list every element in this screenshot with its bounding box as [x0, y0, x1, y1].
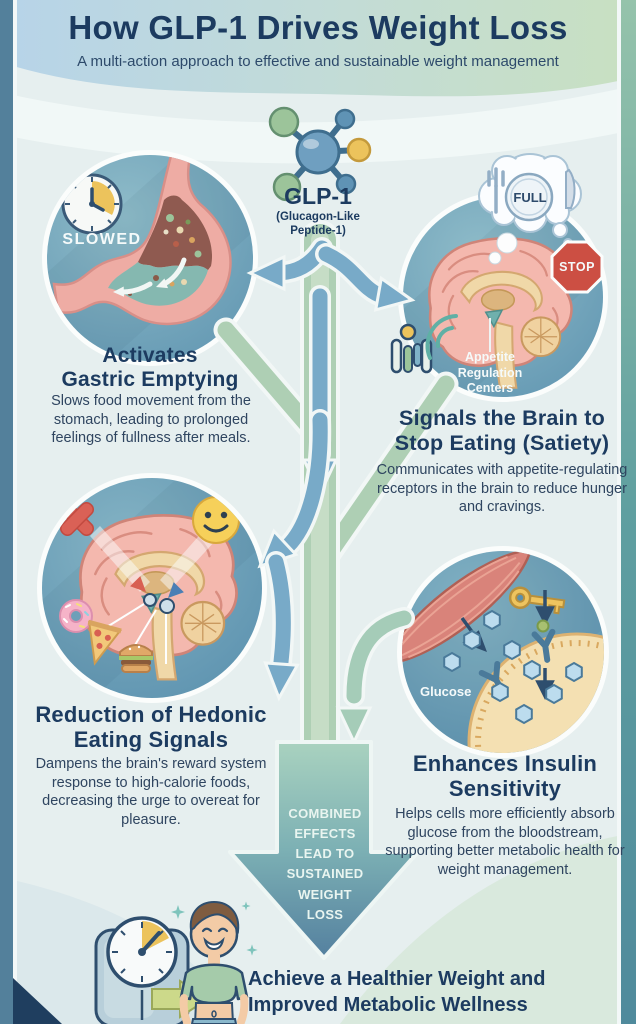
- stomach-icon: [52, 155, 232, 326]
- person-icon: [179, 900, 249, 1024]
- slowed-badge: SLOWED: [62, 231, 142, 248]
- burger-icon: [119, 644, 153, 673]
- insulin-title: Enhances Insulin Sensitivity: [412, 751, 598, 802]
- hedonic-circle: [37, 473, 267, 703]
- fork-icon: [487, 167, 505, 214]
- glp1-full-name: (Glucagon-Like Peptide-1): [276, 211, 360, 237]
- insulin-body: Helps cells more efficiently absorb gluc…: [385, 806, 625, 878]
- hedonic-body: Dampens the brain's reward system respon…: [35, 756, 267, 828]
- satiety-circle: [398, 192, 608, 402]
- full-label: FULL: [513, 190, 547, 205]
- signal-waves-icon: [425, 314, 458, 360]
- reward-nucleus: [143, 593, 157, 607]
- footer-art: [94, 900, 258, 1024]
- flow-arrows: [213, 220, 459, 782]
- glucose-label: Glucose: [420, 684, 472, 699]
- combined-effects-label: COMBINED EFFECTS LEAD TO SUSTAINED WEIGH…: [286, 806, 364, 922]
- gastric-title: Activates Gastric Emptying: [61, 344, 239, 391]
- donut-icon: [59, 599, 93, 633]
- gastric-body: Slows food movement from the stomach, le…: [51, 393, 251, 447]
- combined-arrow: [228, 740, 420, 960]
- page-subtitle: A multi-action approach to effective and…: [77, 53, 559, 70]
- key-icon: [508, 586, 566, 615]
- reward-nucleus: [159, 598, 175, 614]
- muscle-icon: [402, 551, 564, 665]
- appetite-centers-label: Appetite Regulation Centers: [457, 350, 523, 396]
- satiety-body: Communicates with appetite-regulating re…: [376, 462, 628, 516]
- stop-label: STOP: [559, 260, 595, 274]
- footer-title: Achieve a Healthier Weight and Improved …: [248, 968, 546, 1016]
- smiley-icon: [192, 496, 240, 544]
- thought-bubble-icon: [478, 153, 582, 248]
- food-particles: [128, 214, 202, 296]
- stop-sign-icon: [550, 240, 604, 294]
- glp1-molecule-icon: [268, 106, 372, 202]
- corner-wedge: [13, 978, 62, 1024]
- clock-icon: [61, 173, 123, 235]
- plate-icon: [504, 172, 554, 222]
- satiety-title: Signals the Brain to Stop Eating (Satiet…: [394, 406, 610, 455]
- hedonic-title: Reduction of Hedonic Eating Signals: [35, 702, 267, 753]
- page-title: How GLP-1 Drives Weight Loss: [68, 9, 568, 46]
- pizza-icon: [87, 619, 122, 666]
- gastric-circle: [42, 150, 258, 366]
- scale-icon: [94, 916, 190, 1024]
- knife-icon: [565, 168, 576, 209]
- glp1-label: GLP-1: [284, 183, 352, 209]
- header-band: [13, 0, 623, 97]
